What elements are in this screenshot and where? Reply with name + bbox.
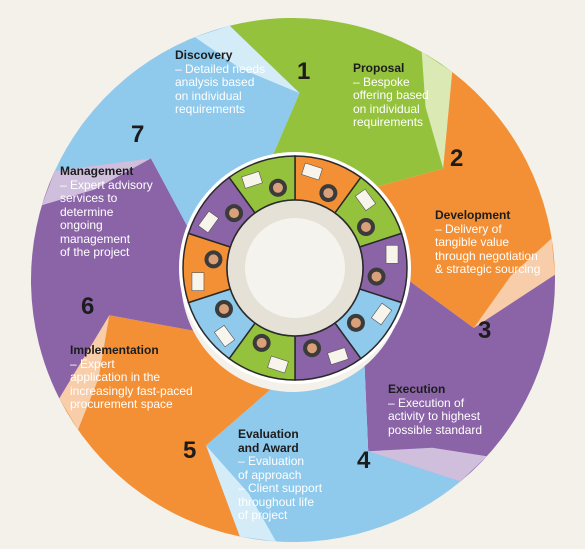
- document-icon: [213, 324, 236, 348]
- person-face: [256, 337, 267, 348]
- stage-segment: [30, 158, 194, 399]
- person-face: [323, 188, 334, 199]
- stage-title: Management: [60, 164, 134, 178]
- document-icon: [354, 188, 377, 212]
- stage-tab: [41, 158, 151, 206]
- stage-tab: [59, 315, 110, 430]
- stage-segment: [229, 18, 453, 192]
- stage-tab: [421, 51, 453, 169]
- person-face: [371, 271, 382, 282]
- stage-tab: [368, 447, 487, 482]
- stage-description: – Delivery of tangible value through neg…: [435, 221, 541, 276]
- person-face: [208, 254, 219, 265]
- step-number-6: 6: [81, 293, 95, 320]
- stage-management: Management – Expert advisory services to…: [60, 164, 175, 260]
- stage-description: – Evaluation of approach – Client suppor…: [238, 454, 323, 522]
- document-icon: [327, 347, 349, 365]
- stage-title: Development: [435, 208, 511, 222]
- stage-tab: [194, 25, 300, 94]
- stage-description: – Bespoke offering based on individual r…: [353, 74, 429, 129]
- stage-description: – Expert application in the increasingly…: [70, 356, 193, 411]
- stage-evaluation-award: Evaluation and Award – Evaluation of app…: [238, 427, 353, 523]
- step-number-4: 4: [357, 447, 371, 474]
- document-icon: [370, 302, 393, 326]
- meeting-table-illustration: [179, 152, 411, 384]
- document-icon: [197, 210, 220, 234]
- step-number-7: 7: [131, 121, 145, 148]
- document-icon: [385, 245, 399, 264]
- document-icon: [191, 272, 205, 291]
- stage-implementation: Implementation – Expert application in t…: [70, 343, 205, 412]
- stage-discovery: Discovery – Detailed needs analysis base…: [175, 48, 295, 117]
- person-face: [361, 222, 372, 232]
- step-number-5: 5: [183, 437, 197, 464]
- document-icon: [241, 171, 263, 189]
- stage-segment: [364, 274, 555, 482]
- stage-description: – Detailed needs analysis based on indiv…: [175, 61, 266, 116]
- stage-title: Implementation: [70, 343, 159, 357]
- stage-title: Evaluation and Award: [238, 427, 299, 455]
- stage-description: – Execution of activity to highest possi…: [388, 395, 483, 437]
- stage-tab: [473, 238, 555, 328]
- step-number-3: 3: [478, 317, 492, 344]
- stage-title: Proposal: [353, 61, 405, 75]
- step-number-1: 1: [297, 58, 311, 85]
- stage-segment: [59, 315, 271, 537]
- stage-development: Development – Delivery of tangible value…: [435, 208, 570, 277]
- person-face: [350, 317, 361, 328]
- document-icon: [267, 355, 289, 374]
- step-number-2: 2: [450, 145, 464, 172]
- stage-title: Discovery: [175, 48, 233, 62]
- stage-title: Execution: [388, 382, 446, 396]
- stage-proposal: Proposal – Bespoke offering based on ind…: [353, 61, 473, 130]
- person-face: [307, 343, 318, 354]
- person-face: [218, 304, 229, 314]
- person-face: [229, 208, 240, 219]
- person-face: [272, 182, 283, 193]
- stage-description: – Expert advisory services to determine …: [60, 177, 153, 259]
- stage-execution: Execution – Execution of activity to hig…: [388, 382, 513, 437]
- document-icon: [301, 162, 323, 181]
- stage-segment: [206, 366, 461, 542]
- table-center: [245, 218, 345, 318]
- stage-tab: [206, 445, 277, 542]
